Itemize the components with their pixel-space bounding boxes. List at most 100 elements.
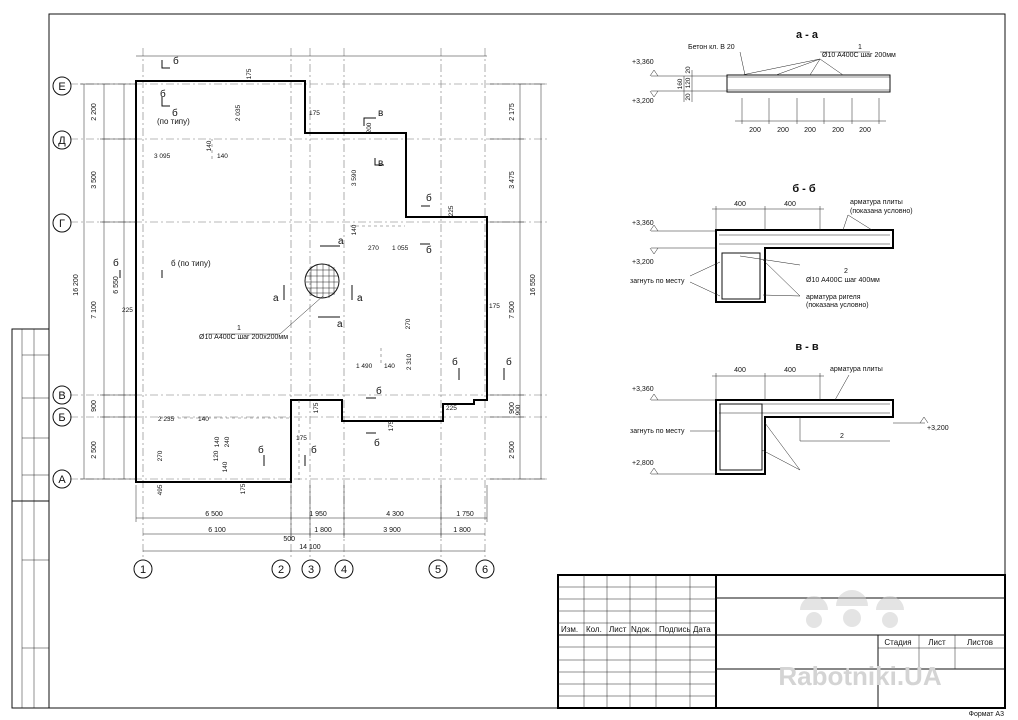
section-mark-16: б (311, 444, 317, 456)
axis-label-6: 6 (482, 564, 488, 576)
stamp-header-listov: Листов (967, 638, 993, 647)
section-vv-slab-note: арматура плиты (830, 366, 883, 373)
axis-label-d: Д (58, 135, 66, 147)
dim-left-900: 900 (91, 400, 98, 412)
dim-in-4: 140 (217, 153, 228, 160)
section-aa-sp-4: 200 (859, 127, 871, 134)
title-block (557, 574, 1006, 709)
watermark-text: Rabotniki.UA (778, 661, 941, 691)
section-mark-2: в (378, 108, 383, 119)
section-aa-sp-1: 200 (777, 127, 789, 134)
section-aa-thk-0: 20 (685, 66, 692, 74)
section-mark-9: а (357, 293, 363, 304)
section-vv-dim-0: 400 (734, 367, 746, 374)
section-mark-13: б (376, 385, 382, 397)
axis-label-3: 3 (308, 564, 314, 576)
leader-text: Ø10 А400С шаг 200х200мм (199, 334, 288, 341)
axis-label-1: 1 (140, 564, 146, 576)
dim-left-7100: 7 100 (91, 301, 98, 319)
dim-in-21: 900 (515, 404, 522, 415)
section-aa: а - а +3,360 +3,200 Бетон кл. В 20 1 Ø10… (632, 29, 896, 134)
dim-in-23: 140 (198, 416, 209, 423)
leader-number: 1 (237, 325, 241, 332)
dim-right-3475: 3 475 (509, 171, 516, 189)
slab-outline (135, 80, 488, 483)
axis-bubbles-letters (52, 76, 72, 489)
section-mark-10: б (113, 257, 119, 269)
dim-in-7: 3 590 (351, 169, 358, 186)
stamp-header-ndok: Nдок. (631, 625, 652, 634)
bottom-dimensions (135, 485, 488, 552)
section-mark-5: б (426, 244, 432, 256)
section-vv-level-top: +3,360 (632, 386, 654, 393)
section-aa-thk-1: 120 (685, 77, 692, 88)
section-aa-barnum: 1 (858, 44, 862, 51)
stamp-header-data: Дата (693, 625, 711, 634)
section-aa-bartext: Ø10 А400С шаг 200мм (822, 52, 896, 59)
axis-label-b: Б (58, 412, 65, 424)
note-typical-2: б (по типу) (171, 259, 211, 268)
dim-bottom-14100: 14 100 (299, 544, 321, 551)
section-mark-12: б (506, 356, 512, 368)
mesh-detail (304, 263, 340, 299)
stamp-header-list: Лист (609, 625, 627, 634)
section-vv-level-right: +3,200 (927, 425, 949, 432)
section-bb-bartext: Ø10 А400С шаг 400мм (806, 277, 880, 284)
axis-label-e: Е (58, 81, 65, 93)
section-bb-title: б - б (792, 183, 816, 195)
dim-left-2200: 2 200 (91, 103, 98, 121)
section-bb-dim-0: 400 (734, 201, 746, 208)
section-bb-level-top: +3,360 (632, 220, 654, 227)
dim-bottom-1750: 1 750 (456, 511, 474, 518)
dim-in-18: 175 (313, 402, 320, 413)
axis-label-5: 5 (435, 564, 441, 576)
section-mark-17: б (160, 88, 166, 100)
section-bb-slab-note1: арматура плиты (850, 199, 903, 206)
dim-in-2: 140 (206, 140, 213, 151)
dim-bottom-1950: 1 950 (309, 511, 327, 518)
floor-slab-plan: Е Д Г В Б А 1 2 3 4 5 6 2 200 3 500 7 10… (52, 48, 548, 579)
dim-in-9: 270 (368, 245, 379, 252)
section-bb-bend-note: загнуть по месту (630, 278, 685, 285)
dim-bottom-6100: 6 100 (208, 527, 226, 534)
axis-label-g: Г (59, 218, 65, 230)
dim-in-28: 140 (222, 461, 229, 472)
dim-right-900: 900 (509, 402, 516, 414)
dim-in-17: 270 (405, 318, 412, 329)
section-mark-3: в (378, 158, 383, 169)
section-mark-8: а (273, 293, 279, 304)
section-aa-sp-2: 200 (804, 127, 816, 134)
dim-in-26: 240 (224, 436, 231, 447)
stamp-header-izm: Изм. (561, 625, 578, 634)
section-mark-15: б (258, 444, 264, 456)
section-bb: б - б 400 400 +3,360 +3,200 арматура пли… (630, 183, 913, 309)
section-cut-lines (119, 60, 505, 466)
dim-in-29: 495 (157, 484, 164, 495)
section-mark-4: б (426, 192, 432, 204)
dim-in-11: 225 (448, 205, 455, 216)
section-aa-thk-2: 20 (685, 93, 692, 101)
dim-in-3: 3 095 (154, 153, 171, 160)
section-vv-dim-1: 400 (784, 367, 796, 374)
axis-label-4: 4 (341, 564, 347, 576)
dim-in-30: 175 (240, 483, 247, 494)
side-stamp (11, 328, 50, 709)
dim-bottom-4300: 4 300 (386, 511, 404, 518)
dim-right-2500: 2 500 (509, 441, 516, 459)
dim-in-10: 1 055 (392, 245, 409, 252)
dim-left-2500: 2 500 (91, 441, 98, 459)
dim-in-14: 1 490 (356, 363, 373, 370)
dim-left-16200: 16 200 (73, 274, 80, 296)
axis-label-2: 2 (278, 564, 284, 576)
dim-right-2175: 2 175 (509, 103, 516, 121)
section-aa-concrete: Бетон кл. В 20 (688, 44, 735, 51)
dim-left-3500: 3 500 (91, 171, 98, 189)
section-vv-level-bot: +2,800 (632, 460, 654, 467)
dim-in-31: 175 (296, 435, 307, 442)
level-markers (649, 69, 929, 475)
dim-in-0: 175 (246, 68, 253, 79)
axis-bubbles-numbers (133, 559, 495, 579)
section-bb-level-bot: +3,200 (632, 259, 654, 266)
section-vv-barnum: 2 (840, 433, 844, 440)
